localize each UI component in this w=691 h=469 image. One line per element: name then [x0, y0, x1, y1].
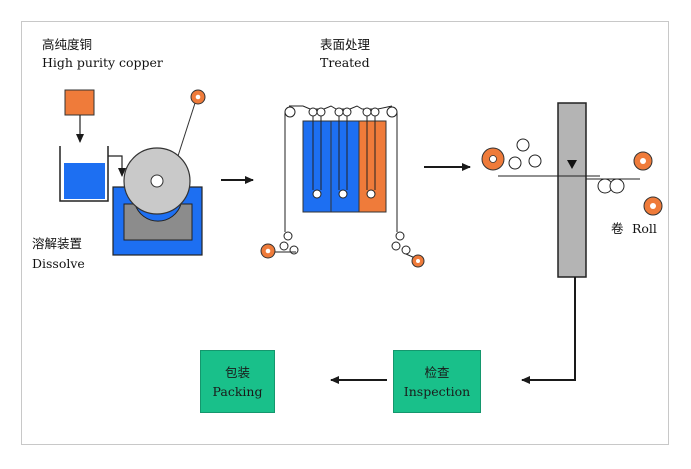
inspection-label-en: Inspection: [403, 383, 471, 399]
copper-block-icon: [64, 89, 95, 116]
packing-label-cn: 包装: [224, 364, 250, 380]
dissolve-label-cn: 溶解装置: [32, 236, 83, 251]
small-tank-icon: [59, 146, 109, 202]
treated-label-cn: 表面处理: [320, 37, 371, 52]
roll-icon: [190, 89, 206, 105]
packing-box: 包装 Packing: [200, 350, 275, 413]
drum-icon: [123, 147, 191, 215]
copper-label-en: High purity copper: [42, 55, 163, 70]
inspection-label-cn: 检查: [424, 364, 450, 380]
copper-label-cn: 高纯度铜: [42, 37, 93, 52]
packing-label-en: Packing: [212, 383, 263, 399]
dissolve-station: [59, 89, 206, 256]
roll-label-cn: 卷: [611, 221, 624, 236]
inspection-box: 检查 Inspection: [393, 350, 481, 413]
treatment-station: [260, 105, 425, 268]
dissolve-label-en: Dissolve: [32, 256, 85, 271]
roll-icon: [411, 254, 425, 268]
roll-station: [481, 102, 663, 278]
roll-icon: [260, 243, 276, 259]
roll-label-en: Roll: [632, 221, 657, 236]
roll-icon: [633, 151, 653, 171]
roll-icon: [643, 196, 663, 216]
roll-icon: [481, 147, 505, 171]
treated-label-en: Treated: [320, 55, 370, 70]
